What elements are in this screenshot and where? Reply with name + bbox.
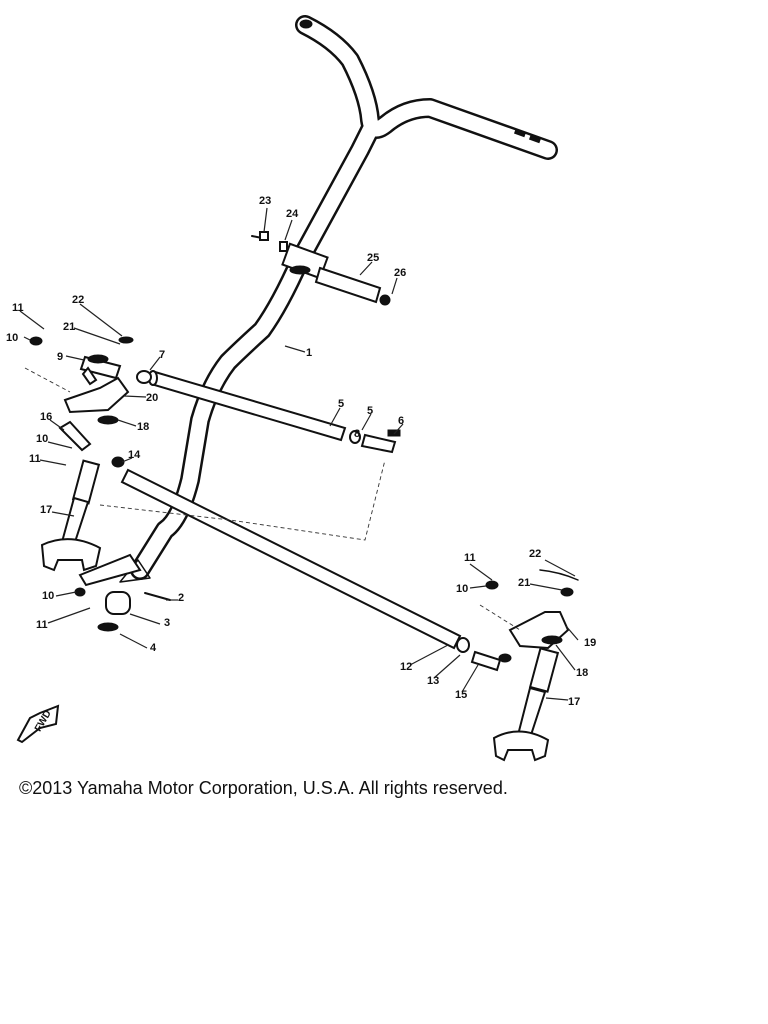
leader-lines [19,207,579,701]
callout: 11 [12,302,24,314]
callout: 11 [29,453,41,465]
callout: 14 [128,449,141,461]
callout: 8 [354,428,360,440]
callout: 9 [57,351,63,363]
callout: 10 [42,590,54,602]
fwd-arrow-icon: FWD [16,704,60,744]
callout: 17 [40,504,52,516]
callout: 4 [150,642,157,654]
callout: 5 [338,398,344,410]
callout: 21 [63,321,75,333]
right-spindle-assembly [485,569,579,762]
callout: 17 [568,696,580,708]
callout: 10 [6,332,18,344]
callout: 11 [464,552,476,564]
callout: 26 [394,267,406,279]
callout: 22 [529,548,541,560]
callout: 13 [427,675,439,687]
column-clamp [251,231,391,306]
callout: 2 [178,592,184,604]
callout: 18 [137,421,149,433]
callout: 6 [398,415,404,427]
callout: 23 [259,195,271,207]
upper-tie-rod [148,370,401,454]
callout: 22 [72,294,84,306]
callout: 7 [159,349,165,361]
left-spindle-assembly [29,336,171,632]
callout: 20 [146,392,158,404]
callout: 12 [400,661,412,673]
callout: 1 [306,347,312,359]
callout: 3 [164,617,170,629]
callout: 5 [367,405,373,417]
callout: 19 [584,637,596,649]
alignment-lines [24,367,521,631]
callout: 18 [576,667,588,679]
callout: 10 [456,583,468,595]
lower-tie-rod [120,468,512,672]
callout-numbers: 11 10 22 21 9 7 20 18 16 10 11 14 17 10 … [6,195,596,708]
callout: 25 [367,252,379,264]
callout: 15 [455,689,467,701]
callout: 10 [36,433,48,445]
callout: 16 [40,411,52,423]
callout: 21 [518,577,530,589]
callout: 11 [36,619,48,631]
callout: 24 [286,208,299,220]
parts-diagram: 11 10 22 21 9 7 20 18 16 10 11 14 17 10 … [6,15,596,762]
copyright-text: ©2013 Yamaha Motor Corporation, U.S.A. A… [19,778,508,798]
